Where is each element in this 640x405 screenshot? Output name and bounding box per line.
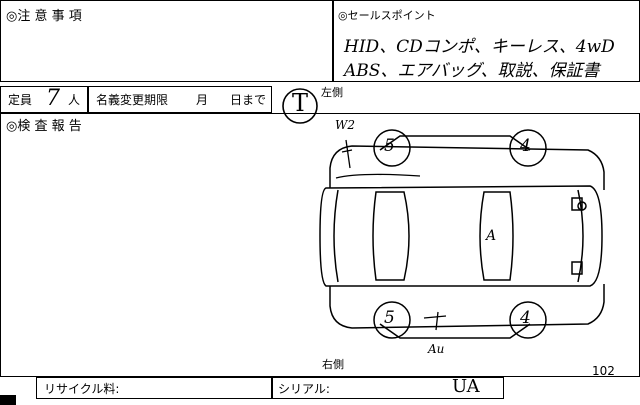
- sales-points-label: ◎セールスポイント: [338, 9, 436, 22]
- mark-tire-left-front: 5: [384, 136, 395, 156]
- capacity-label: 定員: [8, 93, 33, 107]
- serial-cell: [272, 377, 504, 399]
- windshield: [372, 191, 410, 281]
- capacity-value: 7: [46, 86, 60, 111]
- sales-points-line2: ABS、エアバッグ、取説、保証書: [344, 61, 600, 81]
- recycle-label: リサイクル料:: [44, 382, 120, 396]
- mark-bottom: Au: [428, 342, 445, 356]
- footer-marker: [0, 395, 16, 405]
- mark-tire-left-rear: 4: [520, 136, 531, 156]
- right-side-label: 右側: [322, 358, 344, 371]
- right-rear-wheel: [509, 301, 547, 339]
- notes-label: ◎注 意 事 項: [6, 9, 82, 24]
- notes-box: [0, 0, 333, 82]
- serial-value: UA: [452, 376, 480, 397]
- grade-mark: T: [292, 89, 309, 117]
- scratch-mark-right: [435, 311, 439, 331]
- mark-window: A: [486, 228, 497, 244]
- right-side-body: [329, 284, 605, 329]
- mark-tire-right-rear: 4: [520, 308, 531, 328]
- name-change-label: 名義変更期限: [96, 93, 169, 107]
- grade-circle: [282, 88, 318, 124]
- scratch-mark-left: [345, 139, 351, 169]
- mark-tire-right-front: 5: [384, 308, 395, 328]
- capacity-unit: 人: [68, 93, 81, 107]
- serial-label: シリアル:: [278, 382, 330, 396]
- day-label: 日まで: [230, 93, 267, 107]
- rear-window: [479, 191, 514, 281]
- top-view-body: [319, 185, 603, 287]
- recycle-cell: [36, 377, 272, 399]
- page-number: 102: [592, 364, 615, 378]
- inspection-label: ◎検 査 報 告: [6, 119, 82, 134]
- left-front-wheel: [373, 129, 411, 167]
- mark-w2: W2: [335, 118, 355, 132]
- sales-points-line1: HID、CDコンポ、キーレス、4wD: [344, 37, 615, 57]
- left-side-body: [329, 145, 605, 190]
- left-rear-wheel: [509, 129, 547, 167]
- left-side-label: 左側: [321, 86, 343, 99]
- name-change-cell: [88, 86, 272, 113]
- month-label: 月: [196, 93, 209, 107]
- right-front-wheel: [373, 301, 411, 339]
- capacity-cell: [0, 86, 88, 113]
